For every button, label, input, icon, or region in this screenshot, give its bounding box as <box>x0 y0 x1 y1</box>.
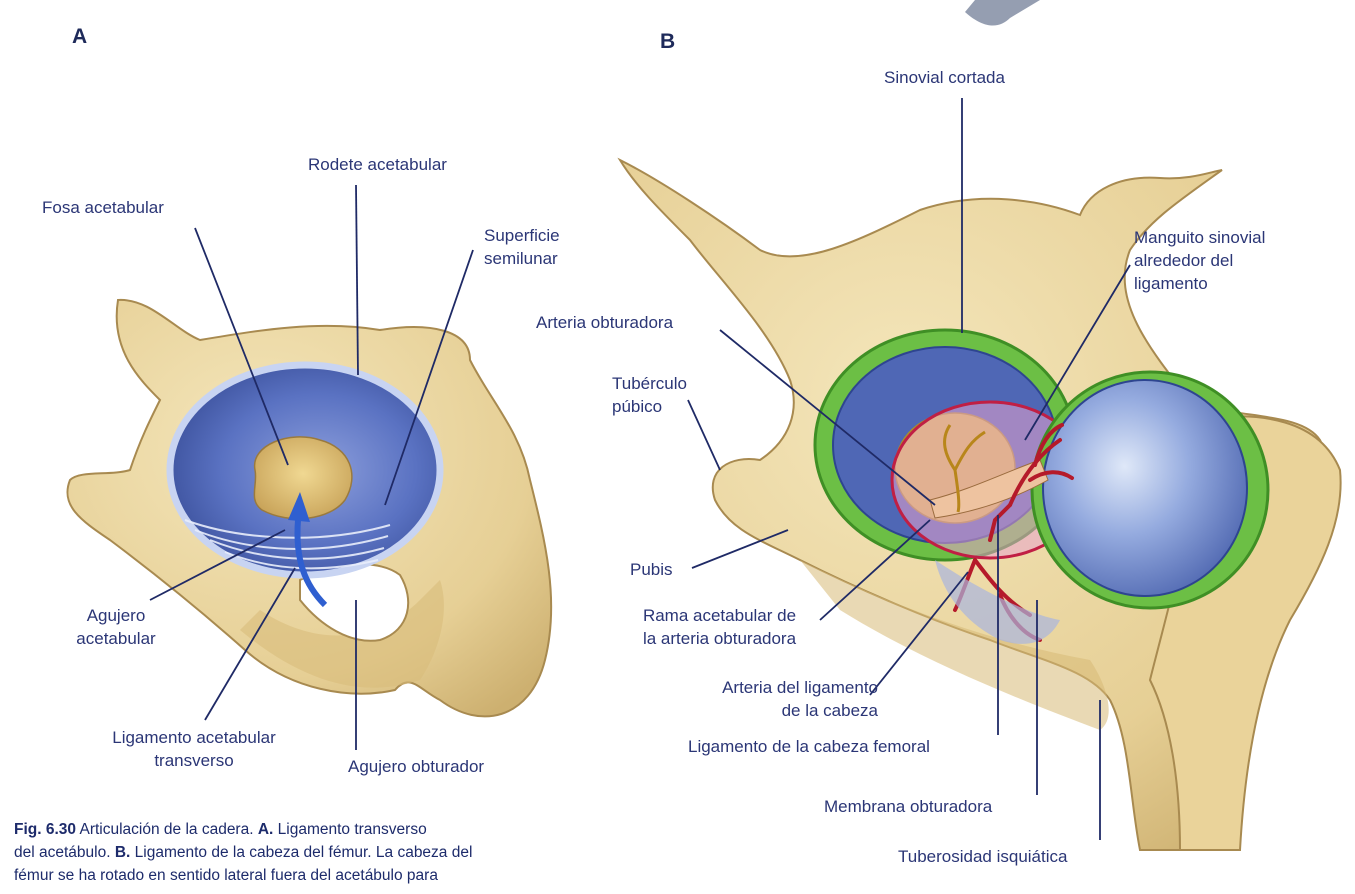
label-rodete-acetabular: Rodete acetabular <box>308 155 447 174</box>
label-rama-line2: la arteria obturadora <box>642 629 797 648</box>
panel-a-illustration <box>66 298 553 718</box>
label-sinovial-cortada: Sinovial cortada <box>884 68 1005 87</box>
label-superficie-semilunar: Superficie semilunar <box>484 224 560 270</box>
leader-lines <box>149 98 1131 840</box>
label-rama-acetabular: Rama acetabular de la arteria obturadora <box>612 604 827 650</box>
label-manguito-line3: ligamento <box>1134 274 1208 293</box>
label-tuberculo-pubico: Tubérculo púbico <box>612 372 687 418</box>
caption-b-text: Ligamento de la cabeza del fémur. La cab… <box>130 844 473 861</box>
caption-line3: fémur se ha rotado en sentido lateral fu… <box>14 867 438 884</box>
panel-b-illustration <box>617 0 1342 851</box>
label-tuberosidad-isquiatica: Tuberosidad isquiática <box>898 847 1068 866</box>
label-arteria-ligamento: Arteria del ligamento de la cabeza <box>660 676 878 722</box>
label-superficie-line2: semilunar <box>484 249 558 268</box>
panel-label-b: B <box>660 30 676 53</box>
label-superficie-line1: Superficie <box>484 226 560 245</box>
label-agujero-acetabular: Agujero acetabular <box>62 604 170 650</box>
label-pubis: Pubis <box>630 560 673 579</box>
figure-caption: Fig. 6.30 Articulación de la cadera. A. … <box>14 818 614 887</box>
label-ligamento-transverso: Ligamento acetabular transverso <box>84 726 304 772</box>
label-manguito-sinovial: Manguito sinovial alrededor del ligament… <box>1134 226 1265 295</box>
label-membrana-obturadora: Membrana obturadora <box>824 797 993 816</box>
label-ligamento-transverso-line1: Ligamento acetabular <box>112 728 276 747</box>
label-arteria-ligamento-line2: de la cabeza <box>781 701 878 720</box>
label-ligamento-transverso-line2: transverso <box>154 751 234 770</box>
label-tuberculo-line1: Tubérculo <box>612 374 687 393</box>
label-rama-line1: Rama acetabular de <box>642 606 797 625</box>
caption-line2: del acetábulo. B. Ligamento de la cabeza… <box>14 841 614 864</box>
label-agujero-obturador: Agujero obturador <box>348 757 485 776</box>
caption-a-key: A. <box>257 821 274 838</box>
transverse-ligament <box>184 519 391 570</box>
caption-b-key: B. <box>114 844 131 861</box>
label-arteria-ligamento-line1: Arteria del ligamento <box>722 678 878 697</box>
caption-line2a: del acetábulo. <box>14 844 115 861</box>
acetabular-notch-arrow <box>294 519 328 608</box>
label-agujero-acetabular-line2: acetabular <box>76 629 156 648</box>
caption-fig-number: Fig. 6.30 <box>14 821 77 838</box>
caption-a-text: Ligamento transverso <box>273 821 427 838</box>
femoral-head <box>1042 379 1248 597</box>
label-ligamento-cabeza-femoral: Ligamento de la cabeza femoral <box>688 737 930 756</box>
acetabular-fossa <box>253 436 353 520</box>
label-tuberculo-line2: púbico <box>612 397 663 416</box>
label-arteria-obturadora: Arteria obturadora <box>536 313 674 332</box>
cut-synovial-top <box>965 0 1040 26</box>
caption-line1: Fig. 6.30 Articulación de la cadera. A. … <box>14 818 614 841</box>
label-manguito-line1: Manguito sinovial <box>1134 228 1266 247</box>
caption-title: Articulación de la cadera. <box>76 821 258 838</box>
panel-label-a: A <box>72 25 88 48</box>
label-manguito-line2: alrededor del <box>1134 251 1234 270</box>
label-fosa-acetabular: Fosa acetabular <box>42 198 164 217</box>
label-agujero-acetabular-line1: Agujero <box>86 606 146 625</box>
